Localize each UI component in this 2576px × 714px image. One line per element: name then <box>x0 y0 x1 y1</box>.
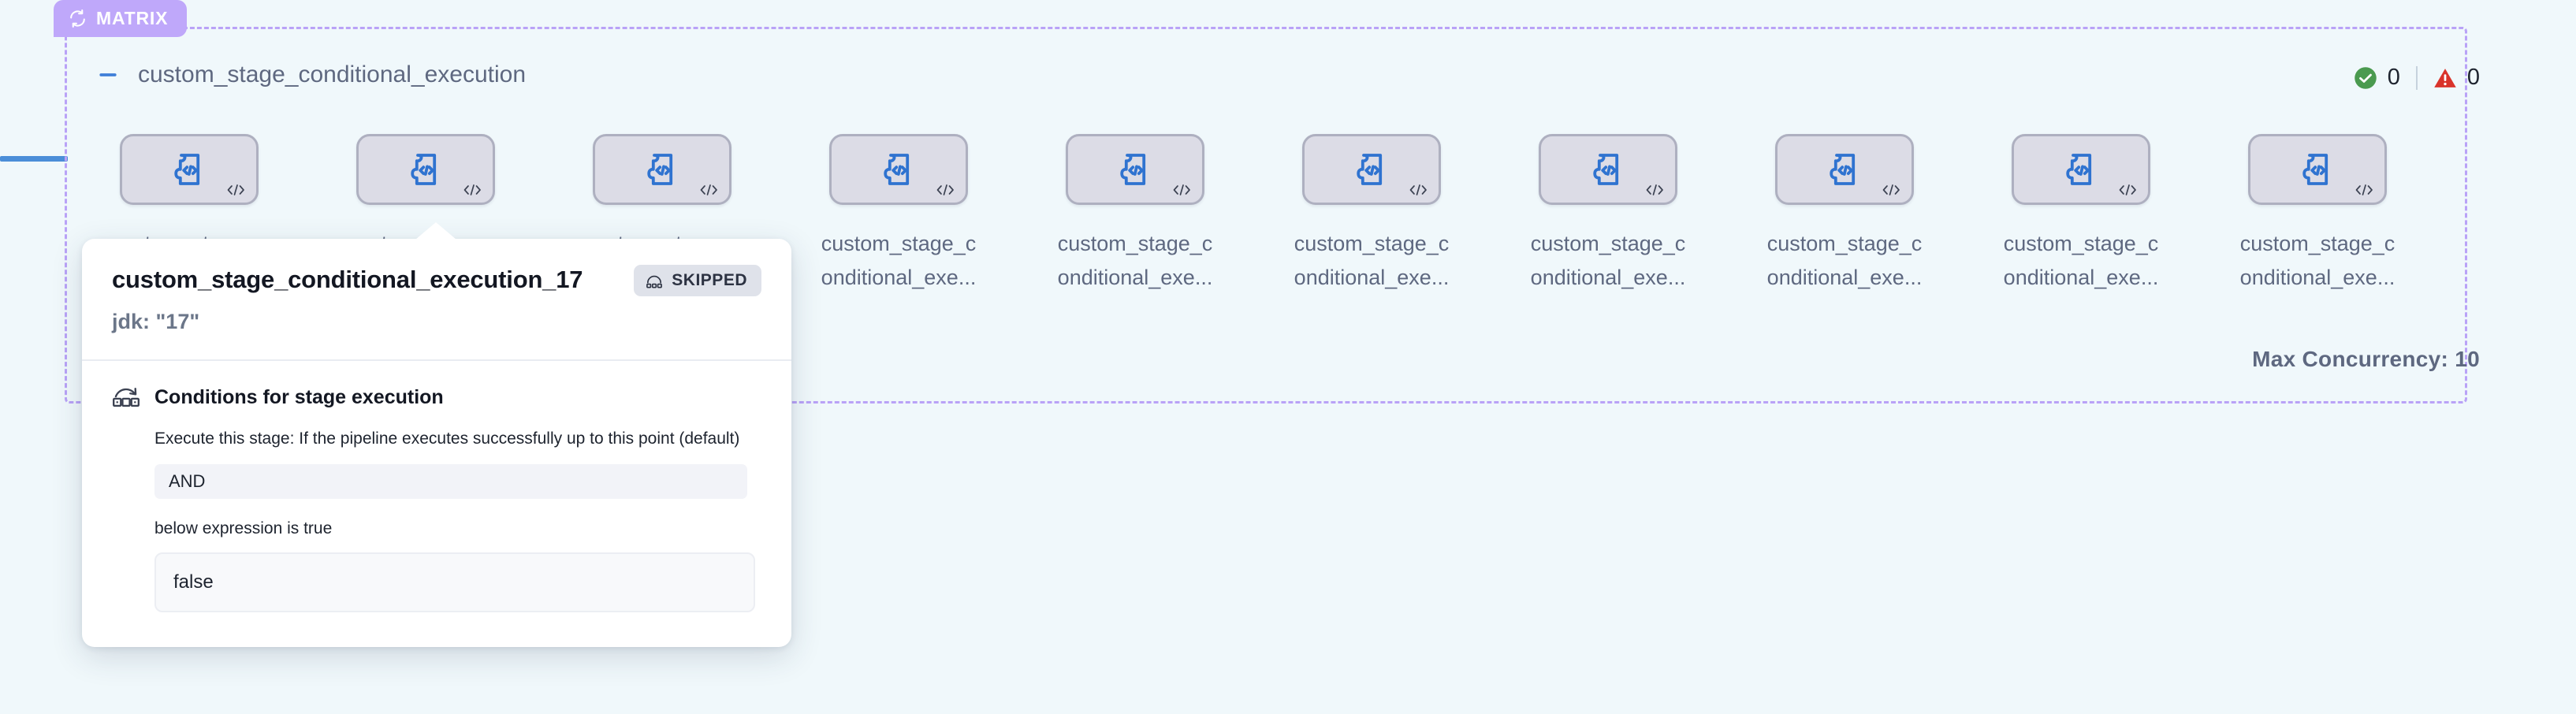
code-puzzle-icon <box>1351 149 1392 190</box>
conditions-note: below expression is true <box>154 519 333 538</box>
code-tag-icon <box>2354 182 2374 198</box>
popover-body: Conditions for stage execution Execute t… <box>82 361 791 647</box>
conditions-operator-field: AND <box>154 464 747 500</box>
conditions-loop-icon <box>112 385 140 411</box>
matrix-node-7[interactable]: custom_stage_c onditional_exe... <box>1490 134 1726 295</box>
conditions-heading-row: Conditions for stage execution <box>112 385 761 411</box>
matrix-node-8[interactable]: custom_stage_c onditional_exe... <box>1726 134 1963 295</box>
popover-title: custom_stage_conditional_execution_17 <box>112 266 583 293</box>
code-tag-icon <box>1881 182 1901 198</box>
code-puzzle-icon <box>642 149 683 190</box>
matrix-group-container <box>65 27 2467 403</box>
code-puzzle-icon <box>405 149 446 190</box>
status-badge: SKIPPED <box>634 265 761 296</box>
node-label-line1: custom_stage_c <box>2003 232 2159 255</box>
success-status: 0 <box>2354 65 2400 91</box>
popover-divider <box>82 359 791 361</box>
node-box[interactable] <box>829 134 968 205</box>
node-box[interactable] <box>1539 134 1677 205</box>
skip-arc-icon <box>646 273 663 288</box>
code-puzzle-icon <box>1588 149 1629 190</box>
node-label: custom_stage_c onditional_exe... <box>2199 227 2436 295</box>
popover-header: custom_stage_conditional_execution_17 jd… <box>82 239 791 359</box>
code-puzzle-icon <box>169 149 210 190</box>
node-label: custom_stage_c onditional_exe... <box>1017 227 1253 295</box>
matrix-badge[interactable]: MATRIX <box>54 0 188 37</box>
code-tag-icon <box>698 182 719 198</box>
status-counters: 0 0 <box>2354 65 2480 91</box>
node-label-line1: custom_stage_c <box>2239 232 2395 255</box>
matrix-node-9[interactable]: custom_stage_c onditional_exe... <box>1963 134 2199 295</box>
node-label: custom_stage_c onditional_exe... <box>780 227 1017 295</box>
code-puzzle-icon <box>2060 149 2101 190</box>
red-warning-triangle-icon <box>2433 66 2457 90</box>
node-label: custom_stage_c onditional_exe... <box>1963 227 2199 295</box>
node-label-line1: custom_stage_c <box>821 232 977 255</box>
code-tag-icon <box>2117 182 2138 198</box>
code-puzzle-icon <box>1115 149 1156 190</box>
node-label-line1: custom_stage_c <box>1766 232 1923 255</box>
code-puzzle-icon <box>878 149 919 190</box>
node-box[interactable] <box>120 134 259 205</box>
conditions-heading: Conditions for stage execution <box>154 386 444 408</box>
status-badge-label: SKIPPED <box>672 271 747 289</box>
stage-details-popover: custom_stage_conditional_execution_17 jd… <box>82 222 791 648</box>
conditions-description: Execute this stage: If the pipeline exec… <box>154 430 740 448</box>
matrix-node-4[interactable]: custom_stage_c onditional_exe... <box>780 134 1017 295</box>
node-box[interactable] <box>2012 134 2150 205</box>
node-label-line1: custom_stage_c <box>1294 232 1450 255</box>
status-divider <box>2415 65 2418 90</box>
matrix-nodes-row: custom_stage_c onditional_exe... custom_st… <box>65 134 2467 331</box>
node-box[interactable] <box>593 134 731 205</box>
conditions-expression-field: false <box>154 552 755 613</box>
matrix-group-header: custom_stage_conditional_execution <box>96 61 526 88</box>
node-box[interactable] <box>1302 134 1441 205</box>
code-tag-icon <box>462 182 482 198</box>
node-label-line2: onditional_exe... <box>821 266 977 289</box>
node-label-line2: onditional_exe... <box>1057 266 1213 289</box>
code-tag-icon <box>1171 182 1192 198</box>
node-label-line1: custom_stage_c <box>1530 232 1686 255</box>
popover-arrow <box>415 222 456 240</box>
code-puzzle-icon <box>1824 149 1865 190</box>
code-tag-icon <box>1644 182 1665 198</box>
node-label-line1: custom_stage_c <box>1057 232 1213 255</box>
matrix-node-5[interactable]: custom_stage_c onditional_exe... <box>1017 134 1253 295</box>
node-label: custom_stage_c onditional_exe... <box>1253 227 1490 295</box>
code-tag-icon <box>1408 182 1428 198</box>
node-box[interactable] <box>1775 134 1914 205</box>
node-label-line2: onditional_exe... <box>1294 266 1450 289</box>
code-tag-icon <box>935 182 955 198</box>
warning-count: 0 <box>2466 65 2480 90</box>
minus-collapse-icon[interactable] <box>96 63 120 87</box>
matrix-badge-label: MATRIX <box>96 8 169 28</box>
node-label-line2: onditional_exe... <box>2003 266 2159 289</box>
node-box[interactable] <box>1066 134 1204 205</box>
page-title: custom_stage_conditional_execution <box>138 61 526 87</box>
node-box[interactable] <box>2248 134 2387 205</box>
max-concurrency-label: Max Concurrency: 10 <box>2252 347 2480 371</box>
warning-status: 0 <box>2433 65 2480 91</box>
popover-subtitle: jdk: "17" <box>112 310 200 333</box>
node-box[interactable] <box>356 134 495 205</box>
node-label-line2: onditional_exe... <box>2239 266 2395 289</box>
loop-refresh-icon <box>68 9 87 28</box>
node-label: custom_stage_c onditional_exe... <box>1726 227 1963 295</box>
node-label-line2: onditional_exe... <box>1530 266 1686 289</box>
incoming-connector-line <box>0 156 68 162</box>
success-count: 0 <box>2387 65 2400 90</box>
code-tag-icon <box>225 182 246 198</box>
node-label-line2: onditional_exe... <box>1766 266 1923 289</box>
matrix-node-6[interactable]: custom_stage_c onditional_exe... <box>1253 134 1490 295</box>
node-label: custom_stage_c onditional_exe... <box>1490 227 1726 295</box>
code-puzzle-icon <box>2297 149 2338 190</box>
green-check-circle-icon <box>2354 66 2377 90</box>
matrix-node-3[interactable]: custom_stage_conditional_exe... <box>544 134 780 295</box>
matrix-node-10[interactable]: custom_stage_c onditional_exe... <box>2199 134 2436 295</box>
